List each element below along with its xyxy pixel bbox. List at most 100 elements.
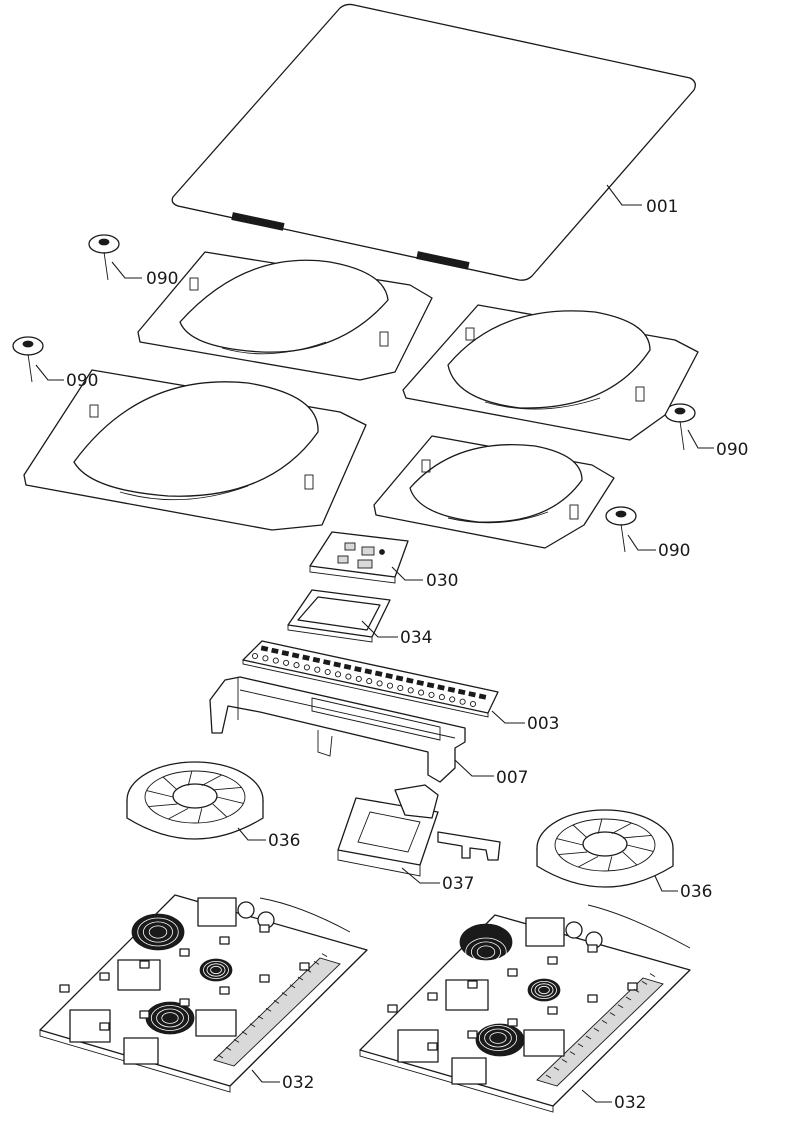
touch-key — [395, 675, 404, 682]
coil-winding — [476, 945, 496, 959]
heatsink-fin — [273, 1000, 280, 1004]
board-component — [99, 1022, 110, 1031]
touch-key — [343, 663, 352, 670]
touch-led — [334, 671, 342, 678]
coil-winding — [148, 925, 168, 939]
board-component — [467, 1030, 478, 1039]
touch-key — [271, 647, 279, 654]
touch-board-components — [251, 645, 487, 708]
board-component — [427, 1042, 438, 1051]
coil-winding — [156, 1008, 184, 1028]
coil-winding — [489, 1032, 507, 1044]
board-component — [139, 1010, 150, 1019]
board-component — [179, 948, 190, 957]
touch-led — [355, 675, 362, 682]
coil-plate-top-right — [402, 304, 699, 441]
touch-key — [374, 670, 383, 677]
heatsink-fin — [225, 1046, 232, 1051]
power-board-right-components — [387, 937, 656, 1079]
heatsink-fin — [617, 1004, 624, 1009]
touch-key — [333, 661, 342, 668]
coil-winding — [203, 961, 229, 980]
fan-blade — [146, 790, 174, 798]
touch-key — [260, 645, 269, 652]
coil-winding — [484, 1028, 512, 1048]
heatsink-fin — [601, 1020, 608, 1024]
touch-key — [322, 659, 331, 666]
coil-winding — [150, 1005, 190, 1031]
touch-led — [386, 682, 394, 689]
heatsink-fin — [249, 1023, 256, 1028]
board-component — [467, 980, 478, 989]
coil-winding — [161, 1012, 179, 1024]
fan-blade — [162, 776, 178, 791]
touch-led — [293, 662, 300, 669]
touch-key — [478, 693, 487, 700]
callout-003: 003 — [527, 714, 559, 734]
coil-winding — [538, 985, 550, 995]
heatsink-fin — [257, 1015, 264, 1020]
board-component — [587, 944, 598, 953]
heatsink-fin — [305, 968, 312, 973]
fan-blade — [556, 838, 584, 846]
fan-blade — [168, 808, 189, 820]
callout-090-mid-left: 090 — [66, 371, 98, 391]
touch-led — [438, 694, 445, 701]
board-component — [507, 968, 518, 977]
touch-key — [437, 684, 445, 691]
touch-key — [281, 650, 290, 657]
callout-001: 001 — [646, 197, 678, 217]
fan-blade — [148, 803, 178, 808]
fan-left — [126, 761, 264, 840]
heatsink-fin — [593, 1027, 600, 1032]
fan-blade — [201, 774, 222, 786]
callout-032-right: 032 — [614, 1093, 646, 1113]
leader-lines — [35, 184, 714, 1103]
board-component — [587, 994, 598, 1003]
fan-right — [536, 809, 674, 888]
fan-blade — [216, 796, 244, 804]
touch-key — [354, 666, 362, 673]
touch-led — [251, 652, 259, 660]
board-component — [259, 974, 270, 983]
rubber-pad-right-upper — [664, 403, 696, 451]
coil-winding — [465, 937, 507, 967]
fan-blade — [558, 851, 588, 856]
touch-led — [345, 673, 352, 680]
board-component — [219, 986, 230, 995]
board-component — [627, 982, 638, 991]
touch-key — [364, 668, 373, 675]
board-component — [427, 992, 438, 1001]
sensor-box — [337, 784, 501, 877]
fan-blade — [187, 770, 193, 786]
heatsink-fin — [233, 1039, 240, 1043]
board-component — [99, 972, 110, 981]
fan-blades-right — [556, 818, 654, 872]
fan-blade — [611, 822, 632, 834]
coil-winding — [478, 1025, 518, 1051]
rubber-pad-right-lower — [605, 506, 637, 553]
fan-blade — [622, 834, 652, 839]
heatsink-fin — [297, 976, 304, 981]
heatsink-fin — [217, 1054, 224, 1059]
callout-030: 030 — [426, 571, 458, 591]
fan-blade — [622, 851, 638, 866]
touch-key — [426, 682, 435, 689]
fan-blade — [597, 818, 603, 834]
fan-blade — [572, 824, 588, 839]
touch-key — [385, 672, 393, 680]
heatsink-fin — [553, 1066, 560, 1071]
heatsink-fin — [241, 1031, 248, 1035]
heatsink-fin — [265, 1007, 272, 1012]
touch-led — [283, 659, 290, 666]
coil-plate-mid-left — [23, 369, 367, 531]
heatsink-fin — [569, 1051, 576, 1055]
heatsink-fin — [289, 984, 296, 989]
touch-key — [447, 686, 456, 693]
callout-090-top-left: 090 — [146, 269, 178, 289]
board-component — [299, 962, 310, 971]
coil-winding — [531, 981, 557, 1000]
coil-winding — [142, 921, 173, 943]
coil-winding — [470, 941, 501, 963]
board-component — [139, 960, 150, 969]
